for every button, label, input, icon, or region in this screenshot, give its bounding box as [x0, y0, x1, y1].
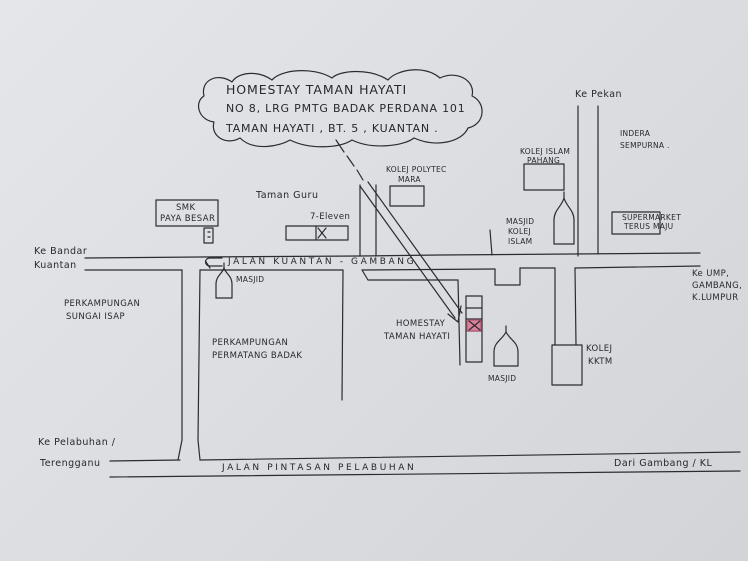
- label-taman-hayati: TAMAN HAYATI: [384, 332, 451, 342]
- label-indera: INDERA: [620, 129, 651, 138]
- label-masjid-right: MASJID: [488, 374, 517, 383]
- seven-eleven-building: [285, 225, 349, 241]
- label-ke-bandar: Ke Bandar: [34, 246, 88, 257]
- u-turn-arrow: [204, 257, 223, 269]
- label-kolej-kktm-1: KOLEJ: [586, 344, 613, 354]
- mosque-right: [493, 325, 519, 367]
- label-terengganu: Terengganu: [40, 458, 101, 469]
- smk-paya-besar-sign: [155, 199, 219, 244]
- homestay-block: [465, 295, 483, 363]
- label-smk: SMK: [176, 203, 196, 213]
- road-to-homestay: [341, 269, 461, 401]
- label-permatang-badak: PERMATANG BADAK: [212, 351, 303, 361]
- label-k-lumpur: K.LUMPUR: [692, 293, 739, 303]
- mosque-kolej-islam: [553, 191, 575, 245]
- label-ke-pekan: Ke Pekan: [575, 89, 623, 100]
- label-kuantan: Kuantan: [34, 260, 77, 271]
- road-polytec: [359, 184, 377, 257]
- homestay-cross: [468, 320, 481, 331]
- label-sempurna: SEMPURNA .: [620, 141, 670, 150]
- label-ke-pelabuhan: Ke Pelabuhan /: [38, 437, 116, 448]
- kolej-polytec-building: [389, 185, 425, 207]
- label-paya-besar: PAYA BESAR: [160, 214, 216, 224]
- road-jalan-pintasan-pelabuhan: [109, 451, 741, 478]
- label-mara: MARA: [398, 175, 421, 184]
- label-terus-maju: TERUS MAJU: [624, 222, 674, 231]
- road-to-pekan: [577, 105, 599, 257]
- label-sungai-isap: SUNGAI ISAP: [66, 312, 125, 322]
- callout-line-3: TAMAN HAYATI , BT. 5 , KUANTAN .: [226, 122, 439, 135]
- label-perkampungan-sungai: PERKAMPUNGAN: [64, 299, 141, 309]
- pointer-arrow: [359, 181, 463, 323]
- label-pahang: PAHANG: [527, 156, 561, 165]
- label-masjid-kolej-2: KOLEJ: [508, 227, 532, 236]
- label-kolej-polytec: KOLEJ POLYTEC: [386, 165, 447, 174]
- supermarket-building: [611, 211, 661, 235]
- road-kktm: [554, 267, 577, 346]
- road-homestay-right: [494, 267, 521, 286]
- callout-line-1: HOMESTAY TAMAN HAYATI: [226, 82, 408, 97]
- label-dari-gambang-kl: Dari Gambang / KL: [614, 458, 713, 469]
- mosque-left: [215, 262, 233, 299]
- label-jalan-kuantan-gambang: JALAN KUANTAN - GAMBANG: [228, 257, 417, 267]
- label-gambang: GAMBANG,: [692, 281, 743, 291]
- callout-cloud: [197, 69, 483, 148]
- label-kolej-islam: KOLEJ ISLAM: [520, 147, 571, 156]
- kolej-kktm-building: [551, 344, 583, 386]
- label-taman-guru: Taman Guru: [256, 190, 319, 201]
- label-supermarket: SUPERMARKET: [622, 213, 682, 222]
- kolej-islam-building: [523, 163, 565, 191]
- label-masjid-kolej-3: ISLAM: [508, 237, 533, 246]
- label-jalan-pintasan-pelabuhan: JALAN PINTASAN PELABUHAN: [222, 463, 417, 473]
- label-masjid-left: MASJID: [236, 275, 265, 284]
- label-homestay: HOMESTAY: [396, 319, 446, 329]
- label-masjid-kolej-1: MASJID: [506, 217, 535, 226]
- callout-pointer: [335, 139, 364, 181]
- road-kolej-islam: [489, 229, 493, 256]
- label-ke-ump: Ke UMP,: [692, 269, 730, 279]
- road-to-pelabuhan: [177, 269, 201, 461]
- label-kolej-kktm-2: KKTM: [588, 357, 613, 367]
- label-seven-eleven: 7-Eleven: [310, 212, 351, 222]
- callout-line-2: NO 8, LRG PMTG BADAK PERDANA 101: [226, 102, 466, 115]
- label-perkampungan-permatang: PERKAMPUNGAN: [212, 338, 289, 348]
